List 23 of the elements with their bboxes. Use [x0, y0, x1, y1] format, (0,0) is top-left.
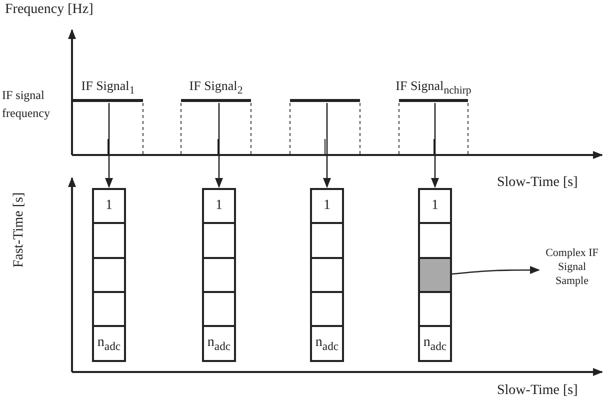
callout-text: Complex IF Signal Sample [541, 246, 603, 288]
axis-value-label: IF signal frequency [2, 87, 51, 122]
signal-segment-line [290, 99, 360, 102]
matrix-cell: n$_{adc}$ [202, 325, 236, 362]
axis-label: Fast-Time [s] [12, 192, 28, 268]
arrow [323, 103, 331, 188]
signal-segment: IF Signal$_{2}$ [181, 78, 251, 102]
axis-label: Frequency [Hz] [5, 2, 94, 18]
axis-label: Slow-Time [s] [497, 175, 578, 191]
matrix-cell: n$_{adc}$ [92, 325, 126, 362]
matrix-cell: n$_{adc}$ [418, 325, 452, 362]
arrow [452, 266, 540, 275]
matrix-cell: 1 [310, 188, 344, 224]
matrix-cell: 1 [92, 188, 126, 224]
arrow [215, 103, 223, 188]
matrix-cell: 1 [418, 188, 452, 224]
arrow [431, 103, 439, 188]
arrow [105, 103, 113, 188]
axis-label: Slow-Time [s] [497, 383, 578, 399]
highlighted-cell [418, 257, 452, 293]
matrix-cell: n$_{adc}$ [310, 325, 344, 362]
signal-segment: IF Signal$_{1}$ [73, 78, 143, 102]
matrix-cell: 1 [202, 188, 236, 224]
